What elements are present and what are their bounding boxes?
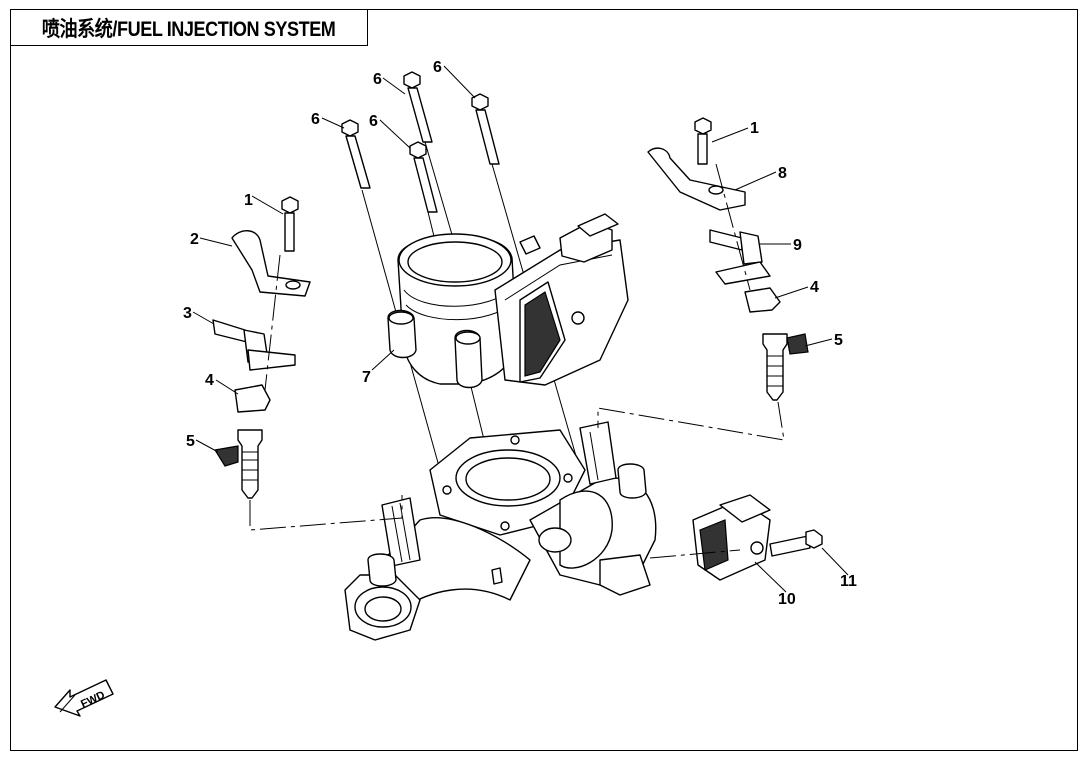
callout-6-c: 6 xyxy=(369,113,378,130)
sensor-10 xyxy=(692,494,771,581)
throttle-body xyxy=(387,213,629,389)
callout-1-right: 1 xyxy=(750,120,759,137)
bracket-2 xyxy=(231,230,311,297)
bracket-8 xyxy=(647,147,746,211)
callout-10: 10 xyxy=(778,591,796,608)
callout-6-d: 6 xyxy=(433,59,442,76)
bolt-1-left xyxy=(281,196,299,252)
fwd-arrow-icon: FWD xyxy=(54,679,114,717)
callout-2: 2 xyxy=(190,231,199,248)
clip-4-left xyxy=(234,384,271,413)
bolt-11 xyxy=(769,529,823,557)
bolt-6-c xyxy=(409,141,438,213)
callout-4-right: 4 xyxy=(810,279,819,296)
callout-11: 11 xyxy=(840,573,857,590)
callout-7: 7 xyxy=(362,369,371,386)
callout-4-left: 4 xyxy=(205,372,214,389)
intake-manifold xyxy=(344,421,657,641)
callout-3: 3 xyxy=(183,305,192,322)
bolt-6-a xyxy=(341,119,371,189)
fuel-connector-9 xyxy=(709,229,771,285)
callout-5-left: 5 xyxy=(186,433,195,450)
title-box: 喷油系统/FUEL INJECTION SYSTEM xyxy=(10,9,368,46)
bolt-1-right xyxy=(694,117,712,165)
bolt-6-d xyxy=(471,93,500,165)
callout-1-left: 1 xyxy=(244,192,253,209)
callout-9: 9 xyxy=(793,237,802,254)
callout-5-right: 5 xyxy=(834,332,843,349)
drawing-frame xyxy=(10,9,1078,751)
fuel-connector-3 xyxy=(212,319,296,371)
callout-6-a: 6 xyxy=(311,111,320,128)
clip-4-right xyxy=(744,287,781,313)
injector-5-left xyxy=(214,429,263,499)
bolt-6-b xyxy=(403,71,433,143)
callout-6-b: 6 xyxy=(373,71,382,88)
injector-5-right xyxy=(762,333,809,401)
page-title: 喷油系统/FUEL INJECTION SYSTEM xyxy=(42,17,336,41)
callout-8: 8 xyxy=(778,165,787,182)
